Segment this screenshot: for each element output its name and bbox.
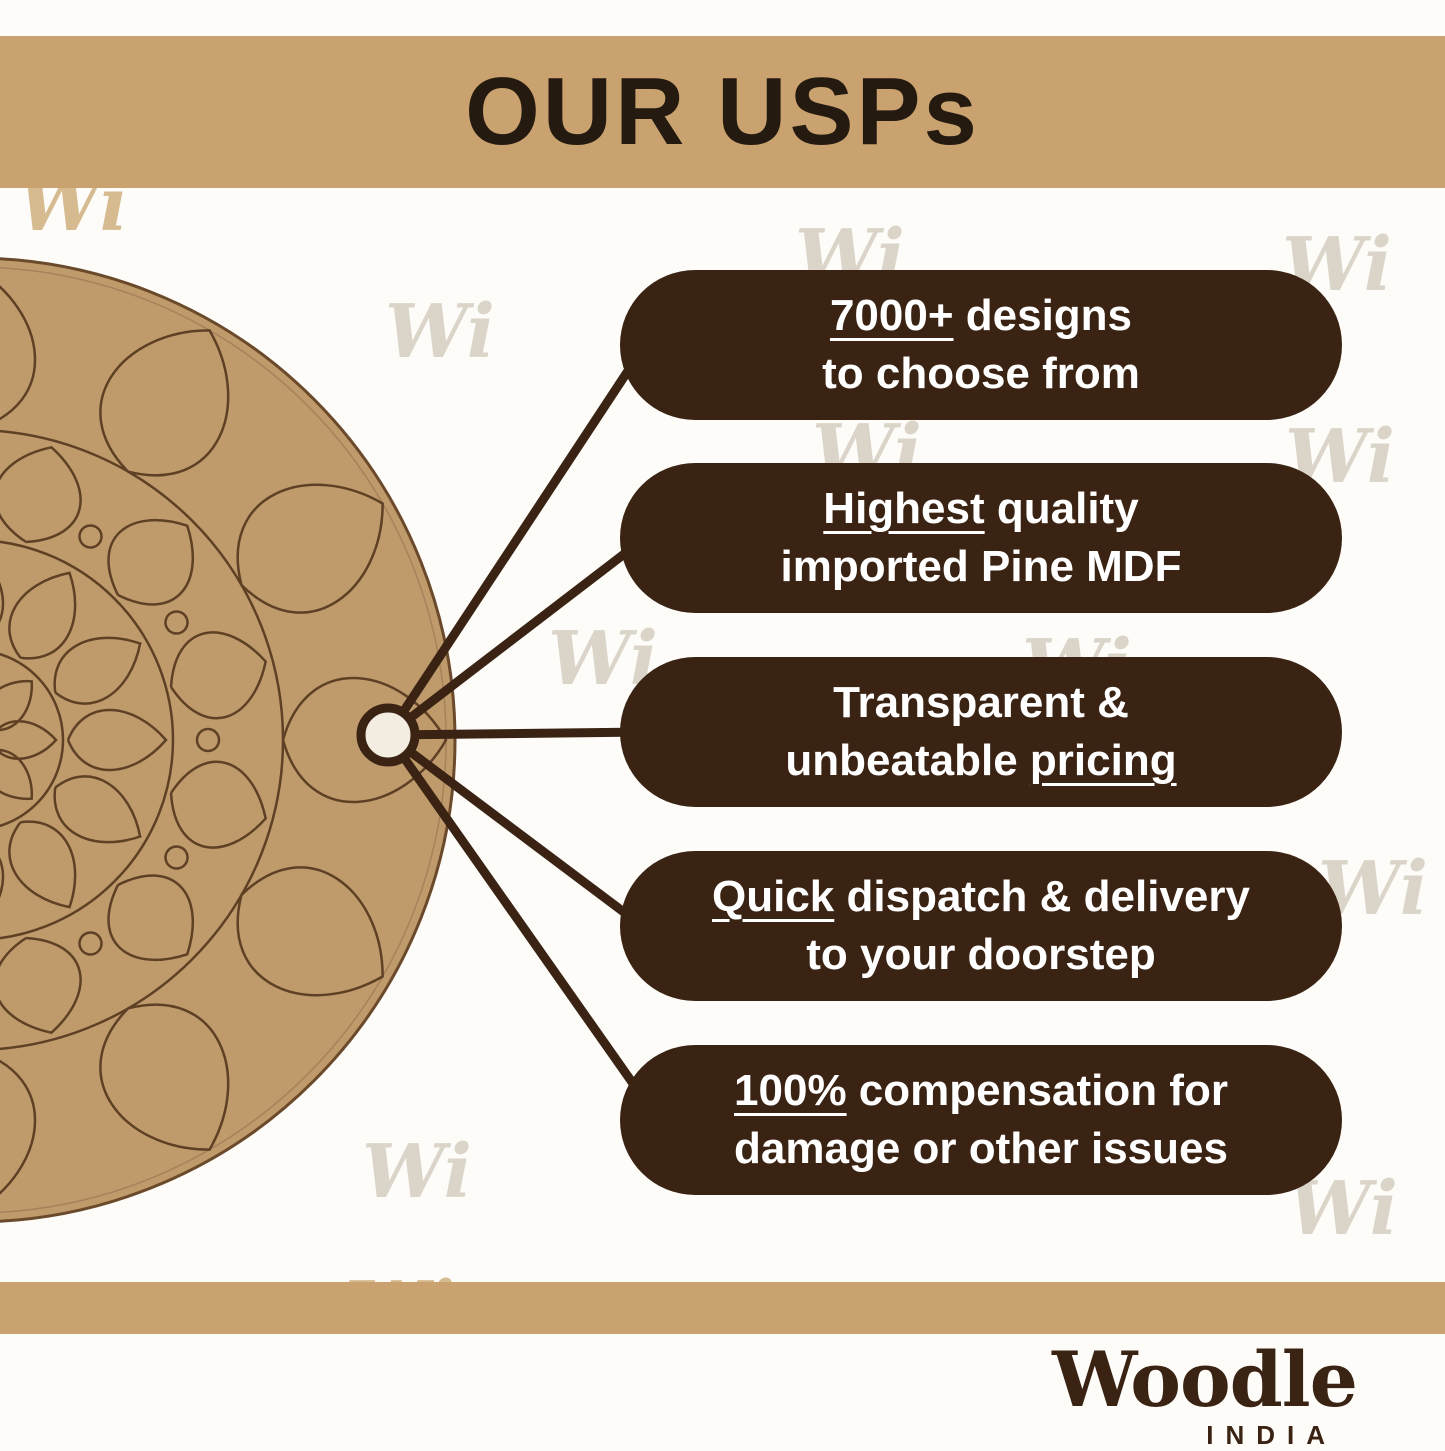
connector-lines: [384, 342, 664, 1125]
connector-line-4: [385, 731, 648, 932]
usp-text: designs: [953, 290, 1133, 340]
page-title: OUR USPs: [465, 58, 980, 165]
mandala-engraving: [0, 265, 448, 1215]
usp-text-underlined: 7000+: [829, 290, 954, 340]
hub-node: [356, 703, 420, 767]
usp-line: to your doorstep: [806, 926, 1156, 984]
connector-line-5: [384, 732, 664, 1125]
bottom-band: [0, 1282, 1445, 1334]
usp-line: 100% compensation for: [734, 1062, 1228, 1120]
usp-line: imported Pine MDF: [781, 538, 1182, 596]
usp-text-underlined: Highest: [823, 483, 985, 533]
watermark-wi-logo: Wi: [362, 1129, 472, 1215]
mdf-round-board: [0, 257, 457, 1223]
usp-pill-pricing: Transparent & unbeatable pricing: [620, 657, 1342, 807]
usp-text-underlined: pricing: [1029, 736, 1177, 785]
usp-text: to your doorstep: [806, 930, 1156, 979]
brand-country-label: INDIA: [1206, 1420, 1337, 1450]
usp-line: 7000+ designs: [830, 287, 1132, 345]
usp-line: unbeatable pricing: [785, 732, 1176, 790]
usp-text: dispatch & delivery: [834, 871, 1250, 921]
usp-pill-designs: 7000+ designs to choose from: [620, 270, 1342, 420]
watermark-wi-logo: Wi: [385, 289, 495, 375]
connector-line-2: [385, 534, 648, 739]
watermark-wi-logo: Wi: [1288, 1166, 1398, 1252]
usp-line: Transparent &: [833, 674, 1129, 732]
usp-text: damage or other issues: [734, 1124, 1228, 1173]
usp-pill-dispatch: Quick dispatch & delivery to your doorst…: [620, 851, 1342, 1001]
usp-line: Quick dispatch & delivery: [712, 868, 1250, 926]
usp-line: damage or other issues: [734, 1120, 1228, 1178]
usp-text-underlined: Quick: [712, 871, 835, 921]
top-band: OUR USPs: [0, 36, 1445, 188]
usp-pill-compensation: 100% compensation for damage or other is…: [620, 1045, 1342, 1195]
usp-line: Highest quality: [823, 480, 1138, 538]
connector-line-3: [387, 727, 651, 740]
connector-line-1: [384, 342, 649, 738]
usp-text: to choose from: [822, 349, 1140, 398]
brand-logo: Woodle INDIA: [1052, 1335, 1358, 1451]
usp-text: Transparent &: [833, 677, 1129, 727]
usp-pill-quality: Highest quality imported Pine MDF: [620, 463, 1342, 613]
usp-text: unbeatable: [785, 736, 1030, 785]
usp-line: to choose from: [822, 345, 1140, 403]
usp-text: quality: [984, 483, 1139, 533]
brand-wordmark: Woodle: [1052, 1335, 1358, 1424]
usp-text: imported Pine MDF: [780, 542, 1182, 591]
usp-text: compensation for: [846, 1065, 1228, 1115]
usp-text-underlined: 100%: [734, 1065, 847, 1115]
